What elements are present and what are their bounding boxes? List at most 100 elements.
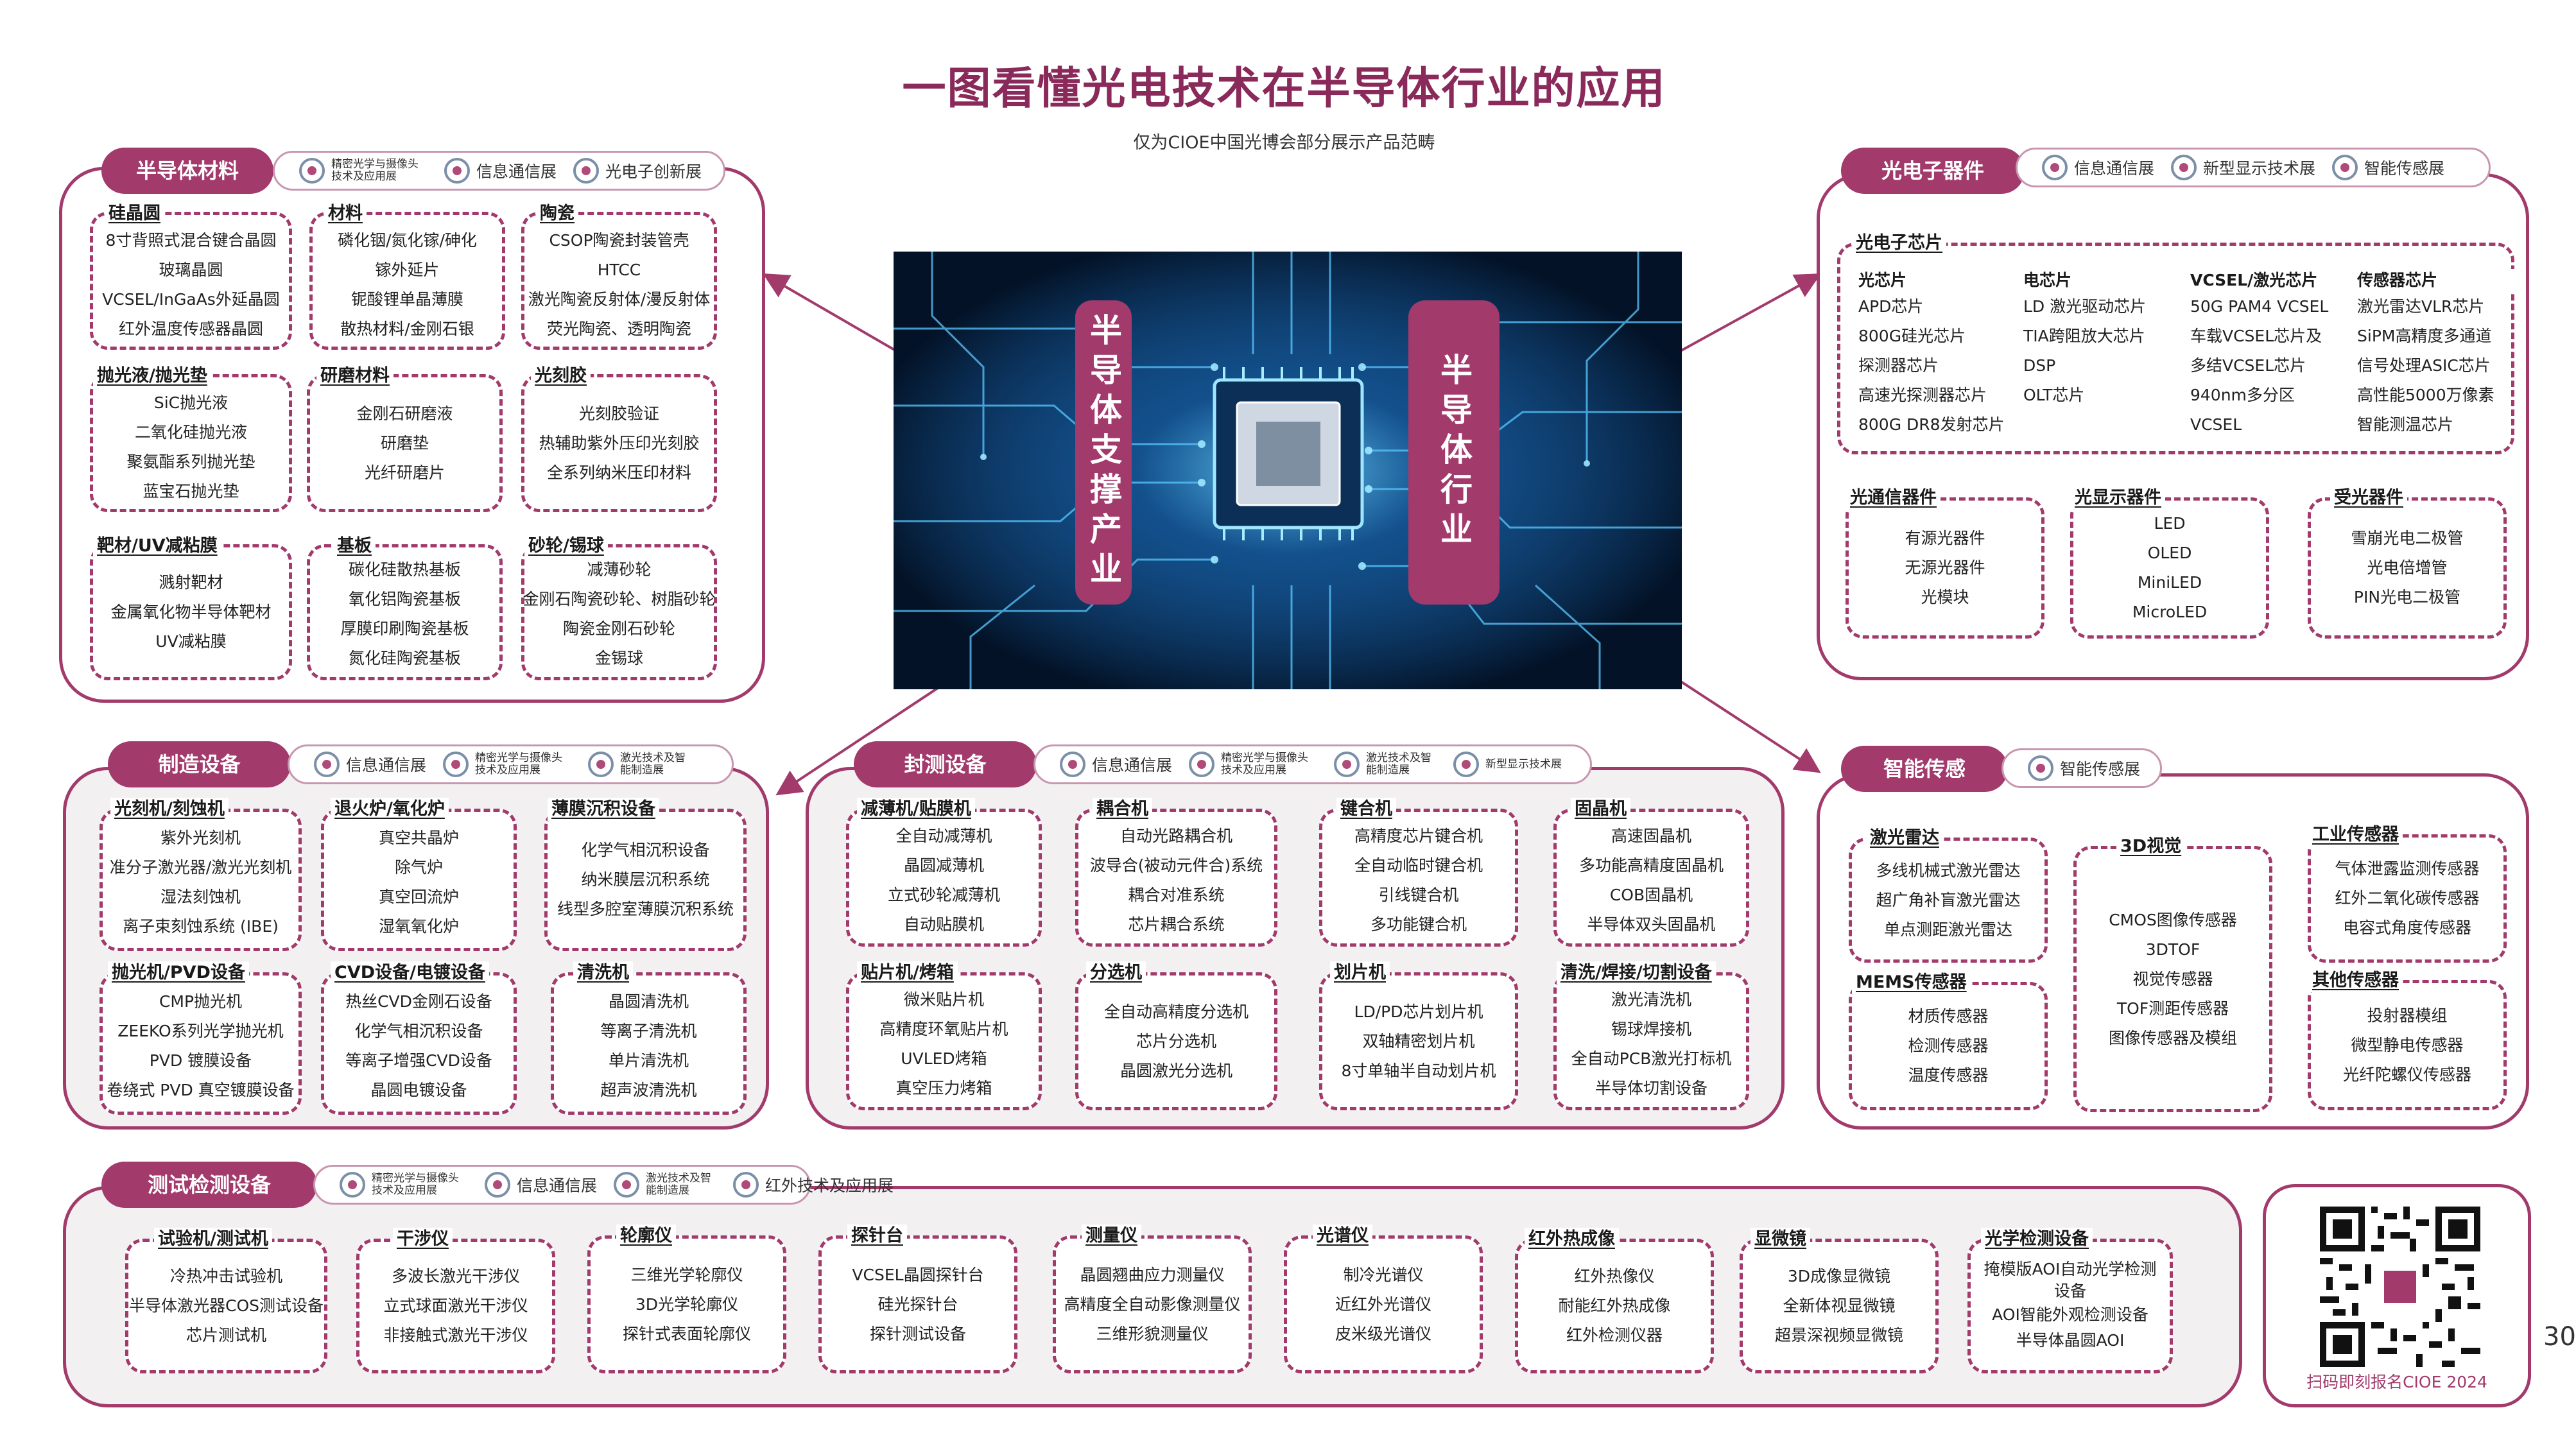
category-box-cleaning-welding: 清洗/焊接/切割设备 激光清洗机 锡球焊接机 全自动PCB激光打标机 半导体切割…	[1553, 961, 1749, 1110]
category-item: 晶圆减薄机	[903, 855, 984, 875]
logo-strip-packaging: 信息通信展 精密光学与摄像头技术及应用展 激光技术及智能制造展 新型显示技术展	[1033, 744, 1592, 784]
expo-logo-icon	[299, 158, 325, 184]
chip-item: 激光雷达VLR芯片	[2357, 297, 2485, 316]
category-item: 高速固晶机	[1611, 826, 1691, 845]
expo-logo-icon	[573, 158, 600, 184]
category-item: 多功能高精度固晶机	[1578, 855, 1724, 875]
category-box-ceramic: 陶瓷 CSOP陶瓷封装管壳 HTCC 激光陶瓷反射体/漫反射体 荧光陶瓷、透明陶…	[521, 202, 717, 350]
category-item: CMP抛光机	[159, 992, 243, 1011]
category-title: 贴片机/烤箱	[857, 961, 958, 984]
category-item: 8寸背照式混合键合晶圆	[105, 230, 277, 250]
qr-code-icon[interactable]	[2320, 1207, 2480, 1367]
category-box-optical-display: 光显示器件 LED OLED MiniLED MicroLED	[2070, 486, 2269, 639]
exhibition-logo: 信息通信展	[1060, 752, 1172, 777]
category-item: 8寸单轴半自动划片机	[1341, 1061, 1496, 1080]
category-item: 半导体切割设备	[1595, 1078, 1707, 1097]
banner-support-industry: 半导体支撑产业	[1075, 300, 1132, 605]
category-item: 全自动减薄机	[895, 826, 992, 845]
category-item: 金锡球	[594, 649, 643, 667]
category-item: 掩模版AOI自动光学检测	[1984, 1260, 2157, 1278]
qr-code-card[interactable]: 扫码即刻报名CIOE 2024	[2263, 1184, 2531, 1407]
category-title: 研磨材料	[316, 365, 393, 388]
chip-item: 探测器芯片	[1858, 356, 1939, 375]
category-box-spectrometer: 光谱仪 制冷光谱仪 近红外光谱仪 皮米级光谱仪	[1284, 1225, 1483, 1373]
section-label-materials: 半导体材料	[101, 148, 273, 194]
exhibition-logo: 激光技术及智能制造展	[588, 752, 691, 777]
category-title: 光通信器件	[1846, 486, 1941, 510]
category-title: 光电子芯片	[1852, 232, 1946, 255]
category-item: 全自动临时键合机	[1354, 855, 1483, 875]
category-item: 制冷光谱仪	[1343, 1265, 1424, 1284]
category-box-cleaner: 清洗机 晶圆清洗机 等离子清洗机 单片清洗机 超声波清洗机	[551, 961, 747, 1115]
category-title: MEMS传感器	[1852, 971, 1971, 994]
category-box-thinning: 减薄机/贴膜机 全自动减薄机 晶圆减薄机 立式砂轮减薄机 自动贴膜机	[846, 798, 1042, 947]
category-item: 红外二氧化碳传感器	[2335, 889, 2480, 907]
exhibition-logo: 新型显示技术展	[2171, 155, 2315, 180]
section-label-testing: 测试检测设备	[101, 1162, 317, 1208]
category-item: 半导体激光器COS测试设备	[128, 1296, 324, 1315]
category-item: 氧化铝陶瓷基板	[348, 590, 461, 608]
category-box-lidar: 激光雷达 多线机械式激光雷达 超广角补盲激光雷达 单点测距激光雷达	[1849, 827, 2048, 963]
category-item: 溅射靶材	[159, 573, 223, 592]
category-item: 激光清洗机	[1611, 990, 1691, 1009]
category-item: 视觉传感器	[2132, 969, 2213, 988]
chip-item: APD芯片	[1858, 297, 1924, 316]
category-title: 划片机	[1330, 961, 1390, 984]
category-item: 光电倍增管	[2367, 558, 2448, 577]
category-item: 金刚石研磨液	[356, 404, 453, 423]
category-item: 引线键合机	[1378, 885, 1459, 904]
expo-logo-icon	[443, 752, 469, 777]
category-item: 光模块	[1921, 588, 1969, 606]
category-item: PVD 镀膜设备	[149, 1051, 252, 1070]
category-item: 3DTOF	[2145, 940, 2200, 959]
chip-item: 50G PAM4 VCSEL	[2190, 297, 2329, 316]
category-item: 多线机械式激光雷达	[1876, 861, 2021, 880]
chip-item: 多结VCSEL芯片	[2190, 356, 2306, 375]
section-label-packaging: 封测设备	[854, 741, 1037, 787]
category-item: ZEEKO系列光学抛光机	[117, 1022, 284, 1040]
category-item: 准分子激光器/激光光刻机	[109, 858, 292, 877]
logo-strip-materials: 精密光学与摄像头技术及应用展 信息通信展 光电子创新展	[273, 151, 725, 191]
category-box-tester: 试验机/测试机 冷热冲击试验机 半导体激光器COS测试设备 芯片测试机	[125, 1228, 327, 1373]
category-title: 红外热成像	[1525, 1228, 1619, 1251]
category-item: 红外温度传感器晶圆	[118, 319, 263, 338]
category-item: 设备	[2053, 1282, 2086, 1300]
category-item: 蓝宝石抛光垫	[143, 481, 239, 501]
exhibition-logo: 智能传感展	[2332, 155, 2444, 180]
category-title: 靶材/UV减粘膜	[93, 535, 221, 558]
category-item: 二氧化硅抛光液	[134, 422, 247, 442]
category-item: 耐能红外热成像	[1558, 1296, 1671, 1315]
category-item: 双轴精密划片机	[1362, 1031, 1475, 1051]
expo-logo-icon	[1189, 752, 1215, 777]
circuit-board-image: 半导体支撑产业 半导体行业	[894, 252, 1682, 689]
category-box-sorter: 分选机 全自动高精度分选机 芯片分选机 晶圆激光分选机	[1075, 961, 1277, 1110]
category-item: 等离子清洗机	[600, 1022, 697, 1040]
chip-column-title: 电芯片	[2023, 269, 2184, 292]
expo-logo-icon	[1060, 752, 1085, 777]
page-number: 30	[2543, 1322, 2576, 1352]
logo-strip-testing: 精密光学与摄像头技术及应用展 信息通信展 激光技术及智能制造展 红外技术及应用展	[313, 1165, 894, 1205]
exhibition-logo: 精密光学与摄像头技术及应用展	[299, 158, 428, 184]
category-title: 工业传感器	[2308, 823, 2403, 847]
exhibition-logo: 精密光学与摄像头技术及应用展	[340, 1172, 468, 1198]
category-title: 光刻机/刻蚀机	[110, 798, 229, 821]
chip-item: DSP	[2023, 356, 2056, 375]
category-title: 激光雷达	[1866, 827, 1943, 850]
category-item: 化学气相沉积设备	[581, 841, 710, 859]
category-box-wheel: 砂轮/锡球 减薄砂轮 金刚石陶瓷砂轮、树脂砂轮 陶瓷金刚石砂轮 金锡球	[521, 535, 717, 680]
category-title: 分选机	[1086, 961, 1146, 984]
exhibition-logo: 新型显示技术展	[1453, 752, 1562, 777]
category-title: 显微镜	[1750, 1228, 1810, 1251]
category-title: 砂轮/锡球	[524, 535, 608, 558]
category-box-probe-station: 探针台 VCSEL晶圆探针台 硅光探针台 探针测试设备	[818, 1225, 1017, 1373]
category-item: 多功能键合机	[1370, 915, 1467, 934]
category-item: 湿法刻蚀机	[160, 888, 241, 906]
category-item: 厚膜印刷陶瓷基板	[340, 619, 469, 638]
category-item: 检测传感器	[1908, 1036, 1989, 1055]
chip-column-title: 传感器芯片	[2357, 269, 2514, 292]
category-item: 聚氨酯系列抛光垫	[126, 452, 255, 471]
category-title: 基板	[333, 535, 376, 558]
category-box-interferometer: 干涉仪 多波长激光干涉仪 立式球面激光干涉仪 非接触式激光干涉仪	[356, 1228, 555, 1373]
category-box-microscope: 显微镜 3D成像显微镜 全新体视显微镜 超景深视频显微镜	[1740, 1228, 1939, 1373]
category-item: 探针式表面轮廓仪	[622, 1324, 751, 1343]
